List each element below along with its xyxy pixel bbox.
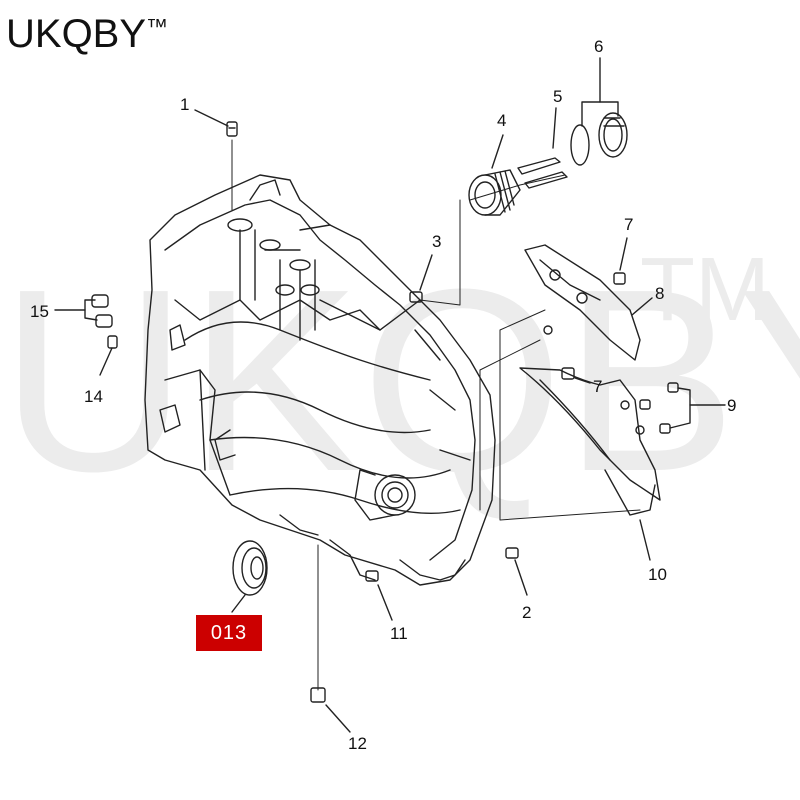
part-3-plug (409, 254, 433, 303)
part-8-shield-upper (524, 244, 653, 361)
callout-15: 15 (30, 302, 49, 321)
part-013-oil-seal (231, 540, 268, 613)
callout-12: 12 (348, 734, 367, 753)
part-7-bolt-upper (613, 237, 628, 285)
part-7-bolt-lower (561, 367, 591, 384)
part-1-bolt (194, 109, 238, 137)
leader-lines (231, 139, 641, 691)
part-11-plug (365, 570, 393, 621)
transmission-housing (144, 174, 496, 586)
part-4-piston (468, 134, 521, 216)
part-2-plug (505, 547, 528, 596)
callout-10: 10 (648, 565, 667, 584)
part-15-plugs (54, 294, 113, 328)
callout-6: 6 (594, 37, 604, 56)
callout-9: 9 (727, 396, 737, 415)
part-12-drain-plug (310, 687, 351, 733)
callout-3: 3 (432, 232, 442, 251)
brand-name: UKQBY (6, 12, 147, 56)
brand-logo: UKQBY™ (6, 14, 168, 54)
callout-8: 8 (655, 284, 665, 303)
part-6-seal-rings (570, 57, 628, 166)
highlight-part-tag: 013 (196, 615, 262, 651)
callout-11: 11 (390, 624, 408, 643)
callout-14: 14 (84, 387, 103, 406)
callout-5: 5 (553, 87, 563, 106)
callout-7-lower: 7 (593, 377, 603, 396)
part-14-pin (99, 335, 118, 376)
part-9-bolts (639, 382, 726, 434)
part-10-shield-lower (519, 367, 661, 561)
callout-2: 2 (522, 603, 532, 622)
callout-1: 1 (180, 95, 190, 114)
callout-7-upper: 7 (624, 215, 634, 234)
brand-trademark: ™ (146, 14, 169, 39)
callout-4: 4 (497, 111, 507, 130)
part-5-bolts (517, 107, 568, 189)
